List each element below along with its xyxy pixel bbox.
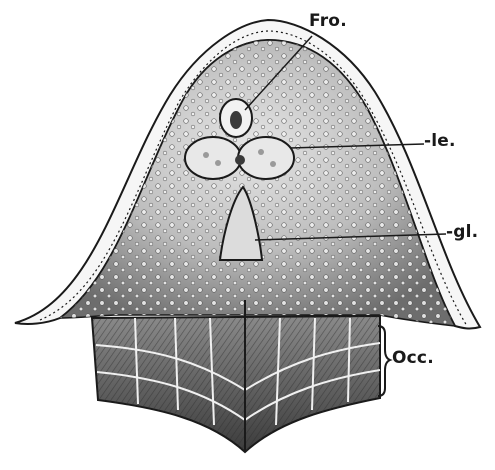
- frontal-organ-center: [230, 111, 242, 129]
- eye-lens: [270, 161, 276, 167]
- label-lateral-eye: -le.: [424, 131, 456, 151]
- eye-lens: [215, 160, 221, 166]
- glabella-granulation: [60, 40, 455, 326]
- label-glabella: -gl.: [446, 222, 478, 242]
- label-occipital: Occ.: [392, 348, 434, 368]
- left-eye: [185, 137, 241, 179]
- eye-lens: [203, 152, 209, 158]
- eye-junction: [235, 155, 245, 165]
- right-eye: [238, 137, 294, 179]
- label-frontal-organ: Fro.: [309, 11, 347, 31]
- eye-lens: [258, 149, 264, 155]
